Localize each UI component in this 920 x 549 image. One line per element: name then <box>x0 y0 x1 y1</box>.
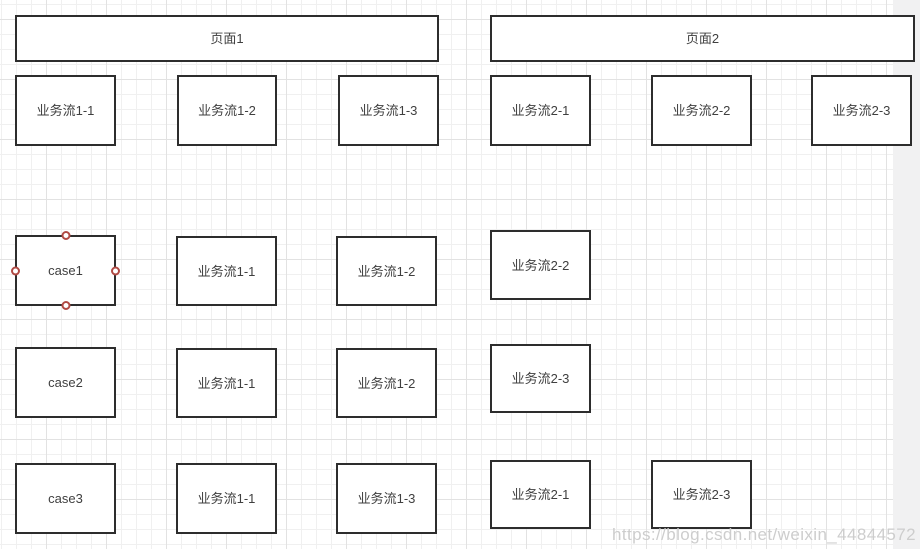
node-flow2-1[interactable]: 业务流2-1 <box>490 460 591 529</box>
node-label: 业务流1-2 <box>198 103 256 118</box>
node-label: 业务流1-1 <box>197 263 256 279</box>
node-flow2-1[interactable]: 业务流2-1 <box>490 75 591 146</box>
connection-handle-left[interactable] <box>11 266 20 275</box>
node-flow1-2[interactable]: 业务流1-2 <box>177 75 277 146</box>
connection-handle-top[interactable] <box>61 231 70 240</box>
node-label: 业务流1-1 <box>197 491 256 506</box>
node-label: 业务流2-2 <box>672 103 731 118</box>
node-label: 业务流2-3 <box>832 103 891 118</box>
node-flow1-3[interactable]: 业务流1-3 <box>336 463 437 534</box>
node-case2[interactable]: case2 <box>15 347 116 418</box>
connection-handle-bottom[interactable] <box>61 301 70 310</box>
node-flow2-3[interactable]: 业务流2-3 <box>811 75 912 146</box>
node-flow1-3[interactable]: 业务流1-3 <box>338 75 439 146</box>
node-flow1-1[interactable]: 业务流1-1 <box>176 236 277 306</box>
node-label: case3 <box>48 491 83 506</box>
grid-background[interactable] <box>0 0 893 549</box>
node-label: 业务流2-1 <box>511 103 570 118</box>
node-flow1-1[interactable]: 业务流1-1 <box>176 348 277 418</box>
node-label: 业务流1-1 <box>36 103 95 118</box>
node-label: 业务流1-1 <box>197 375 256 391</box>
node-flow1-2[interactable]: 业务流1-2 <box>336 236 437 306</box>
node-flow1-1[interactable]: 业务流1-1 <box>176 463 277 534</box>
connection-handle-right[interactable] <box>111 266 120 275</box>
node-flow1-1[interactable]: 业务流1-1 <box>15 75 116 146</box>
node-flow1-2[interactable]: 业务流1-2 <box>336 348 437 418</box>
node-label: case1 <box>48 263 83 278</box>
node-case3[interactable]: case3 <box>15 463 116 534</box>
node-label: 页面1 <box>210 31 244 46</box>
node-label: 业务流2-1 <box>511 487 570 502</box>
node-label: 业务流2-2 <box>511 257 570 273</box>
node-label: 业务流1-2 <box>357 263 416 279</box>
node-page2[interactable]: 页面2 <box>490 15 915 62</box>
node-flow2-3[interactable]: 业务流2-3 <box>651 460 752 529</box>
node-label: 业务流1-2 <box>357 375 416 391</box>
node-flow2-3[interactable]: 业务流2-3 <box>490 344 591 413</box>
node-label: 业务流2-3 <box>672 487 731 502</box>
node-label: 业务流2-3 <box>511 371 570 386</box>
node-label: 业务流1-3 <box>357 491 416 506</box>
node-page1[interactable]: 页面1 <box>15 15 439 62</box>
node-label: 业务流1-3 <box>359 103 418 118</box>
node-label: case2 <box>48 375 83 390</box>
node-flow2-2[interactable]: 业务流2-2 <box>490 230 591 300</box>
node-flow2-2[interactable]: 业务流2-2 <box>651 75 752 146</box>
node-label: 页面2 <box>685 31 720 46</box>
node-case1-selected[interactable]: case1 <box>11 231 120 310</box>
